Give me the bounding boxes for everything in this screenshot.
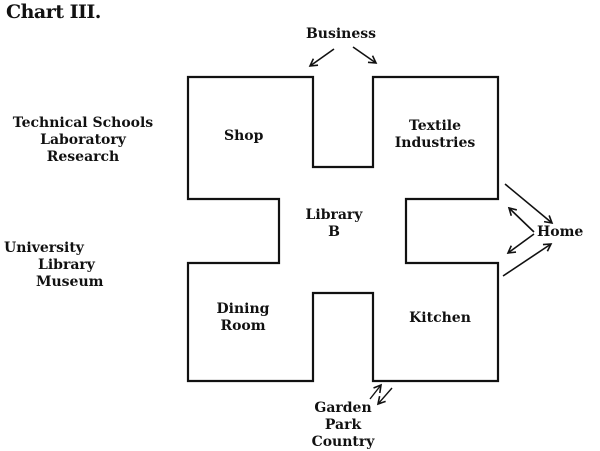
room-kitchen-label: Kitchen	[409, 310, 471, 326]
room-dining-label-line2: Room	[220, 318, 266, 334]
technical-label-line1: Technical Schools	[12, 115, 154, 131]
arrow-kitchen-to-garden	[376, 387, 393, 406]
arrow-home-to-library-lower	[506, 233, 535, 254]
garden-label-line1: Garden	[314, 400, 372, 416]
room-dining-room: Dining Room	[208, 301, 278, 335]
room-textile-label-line1: Textile	[408, 118, 462, 134]
arrow-home-to-library-upper	[507, 206, 535, 233]
external-home: Home	[537, 224, 583, 241]
external-technical-schools: Technical Schools Laboratory Research	[4, 115, 162, 166]
chart-title: Chart III.	[6, 1, 101, 23]
room-textile-label-line2: Industries	[394, 135, 476, 151]
room-shop: Shop	[224, 128, 263, 145]
room-shop-label: Shop	[224, 128, 264, 144]
room-textile-industries: Textile Industries	[385, 118, 485, 152]
arrow-garden-to-kitchen	[369, 383, 382, 400]
room-library-label-line1: Library	[305, 207, 363, 223]
arrow-business-to-textile	[352, 46, 378, 64]
university-label-line2: Library	[38, 257, 95, 273]
arrow-business-to-shop	[308, 48, 335, 67]
external-university: University Library Museum	[4, 240, 103, 291]
business-label: Business	[305, 26, 377, 42]
room-library-label-line2: B	[328, 224, 340, 240]
external-business: Business	[296, 26, 386, 43]
technical-label-line3: Research	[46, 149, 120, 165]
university-label-line1: University	[4, 240, 84, 256]
external-garden-park-country: Garden Park Country	[300, 400, 386, 451]
building-outline	[186, 75, 500, 383]
arrow-kitchen-to-home	[502, 243, 553, 277]
room-kitchen: Kitchen	[395, 310, 485, 327]
garden-label-line3: Country	[311, 434, 375, 450]
arrow-textile-to-home	[504, 183, 554, 225]
room-library-b: Library B	[294, 207, 374, 241]
university-label-line3: Museum	[36, 274, 104, 290]
technical-label-line2: Laboratory	[40, 132, 126, 148]
home-label: Home	[537, 224, 584, 240]
garden-label-line2: Park	[324, 417, 362, 433]
room-dining-label-line1: Dining	[216, 301, 270, 317]
